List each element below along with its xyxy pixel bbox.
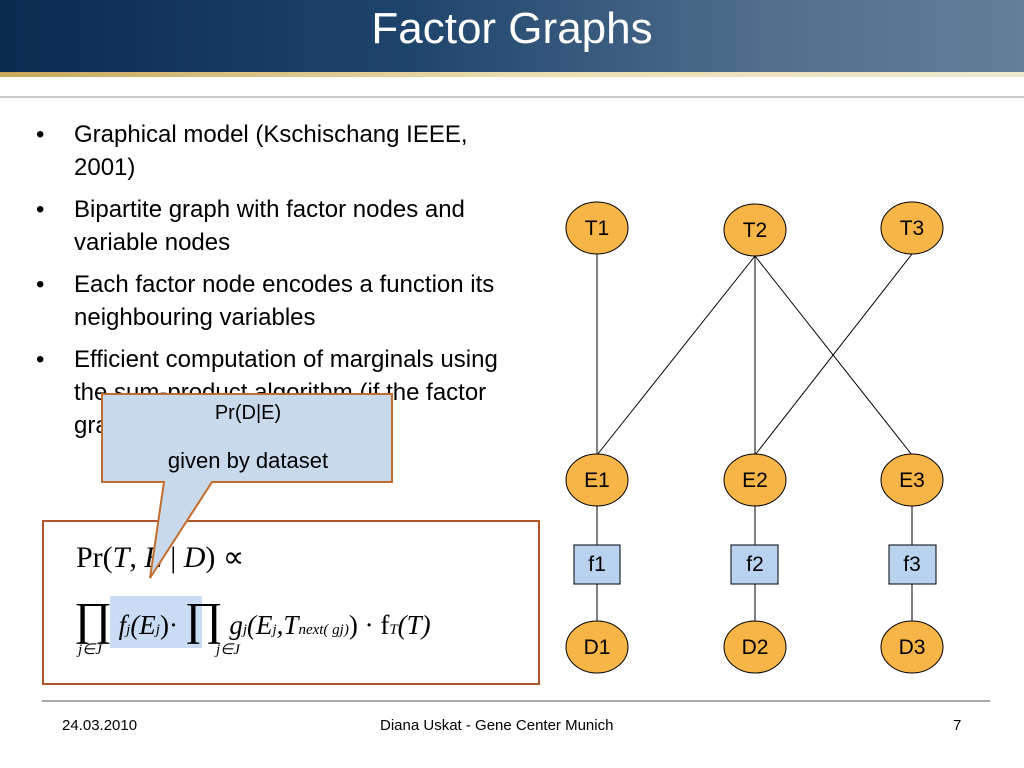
- node-label: D1: [584, 636, 611, 659]
- callout-text: given by dataset: [167, 448, 329, 473]
- footer-date: 24.03.2010: [62, 717, 138, 734]
- slide-title: Factor Graphs: [371, 4, 653, 53]
- node-label: E1: [584, 469, 610, 492]
- footer-page-number: 7: [953, 717, 962, 734]
- product-limit-1: j∈J: [78, 642, 102, 658]
- node-label: T3: [900, 217, 925, 240]
- factor-f2: [730, 544, 779, 585]
- formula-line-2: ∏ fj(Ej)· ∏ gj(Ej,Tnext( gj)) · fT(T): [74, 593, 431, 644]
- node-d1: [565, 620, 629, 674]
- bullet-item: Each factor node encodes a function its …: [32, 268, 512, 334]
- node-label: D2: [742, 636, 769, 659]
- callout-bubble: [101, 393, 393, 579]
- factor-label: f2: [746, 553, 764, 576]
- node-t2: [723, 203, 787, 257]
- edge-t3-e2: [754, 253, 913, 456]
- edge-t2-e3: [754, 255, 913, 456]
- node-label: D3: [899, 636, 926, 659]
- factor-f3: [888, 544, 937, 585]
- node-label: E3: [899, 469, 925, 492]
- formula-highlight: [110, 596, 202, 648]
- node-e3: [880, 453, 944, 507]
- factor-label: f3: [903, 553, 921, 576]
- bottom-divider: [42, 700, 990, 702]
- node-t3: [880, 201, 944, 255]
- node-e1: [565, 453, 629, 507]
- edge-t2-e1: [596, 255, 756, 456]
- bullet-item: Graphical model (Kschischang IEEE, 2001): [32, 118, 512, 184]
- footer-author: Diana Uskat - Gene Center Munich: [380, 717, 614, 734]
- callout-title: Pr(D|E): [214, 402, 282, 424]
- formula-box: Pr(T, E | D) ∝ ∏ fj(Ej)· ∏ gj(Ej,Tnext( …: [42, 520, 540, 685]
- formula-line-1: Pr(T, E | D) ∝: [76, 541, 245, 574]
- node-e2: [723, 453, 787, 507]
- node-d2: [723, 620, 787, 674]
- top-divider: [0, 96, 1024, 98]
- node-t1: [565, 201, 629, 255]
- bullet-list: Graphical model (Kschischang IEEE, 2001)…: [32, 118, 512, 451]
- node-label: E2: [742, 469, 768, 492]
- graph-edges: [596, 253, 913, 622]
- bullet-item: Bipartite graph with factor nodes and va…: [32, 193, 512, 259]
- node-d3: [880, 620, 944, 674]
- factor-f1: [573, 544, 621, 585]
- product-limit-2: j∈J: [216, 642, 240, 658]
- title-bar: Factor Graphs: [0, 0, 1024, 77]
- node-label: T1: [585, 217, 610, 240]
- node-label: T2: [743, 219, 768, 242]
- factor-label: f1: [588, 553, 606, 576]
